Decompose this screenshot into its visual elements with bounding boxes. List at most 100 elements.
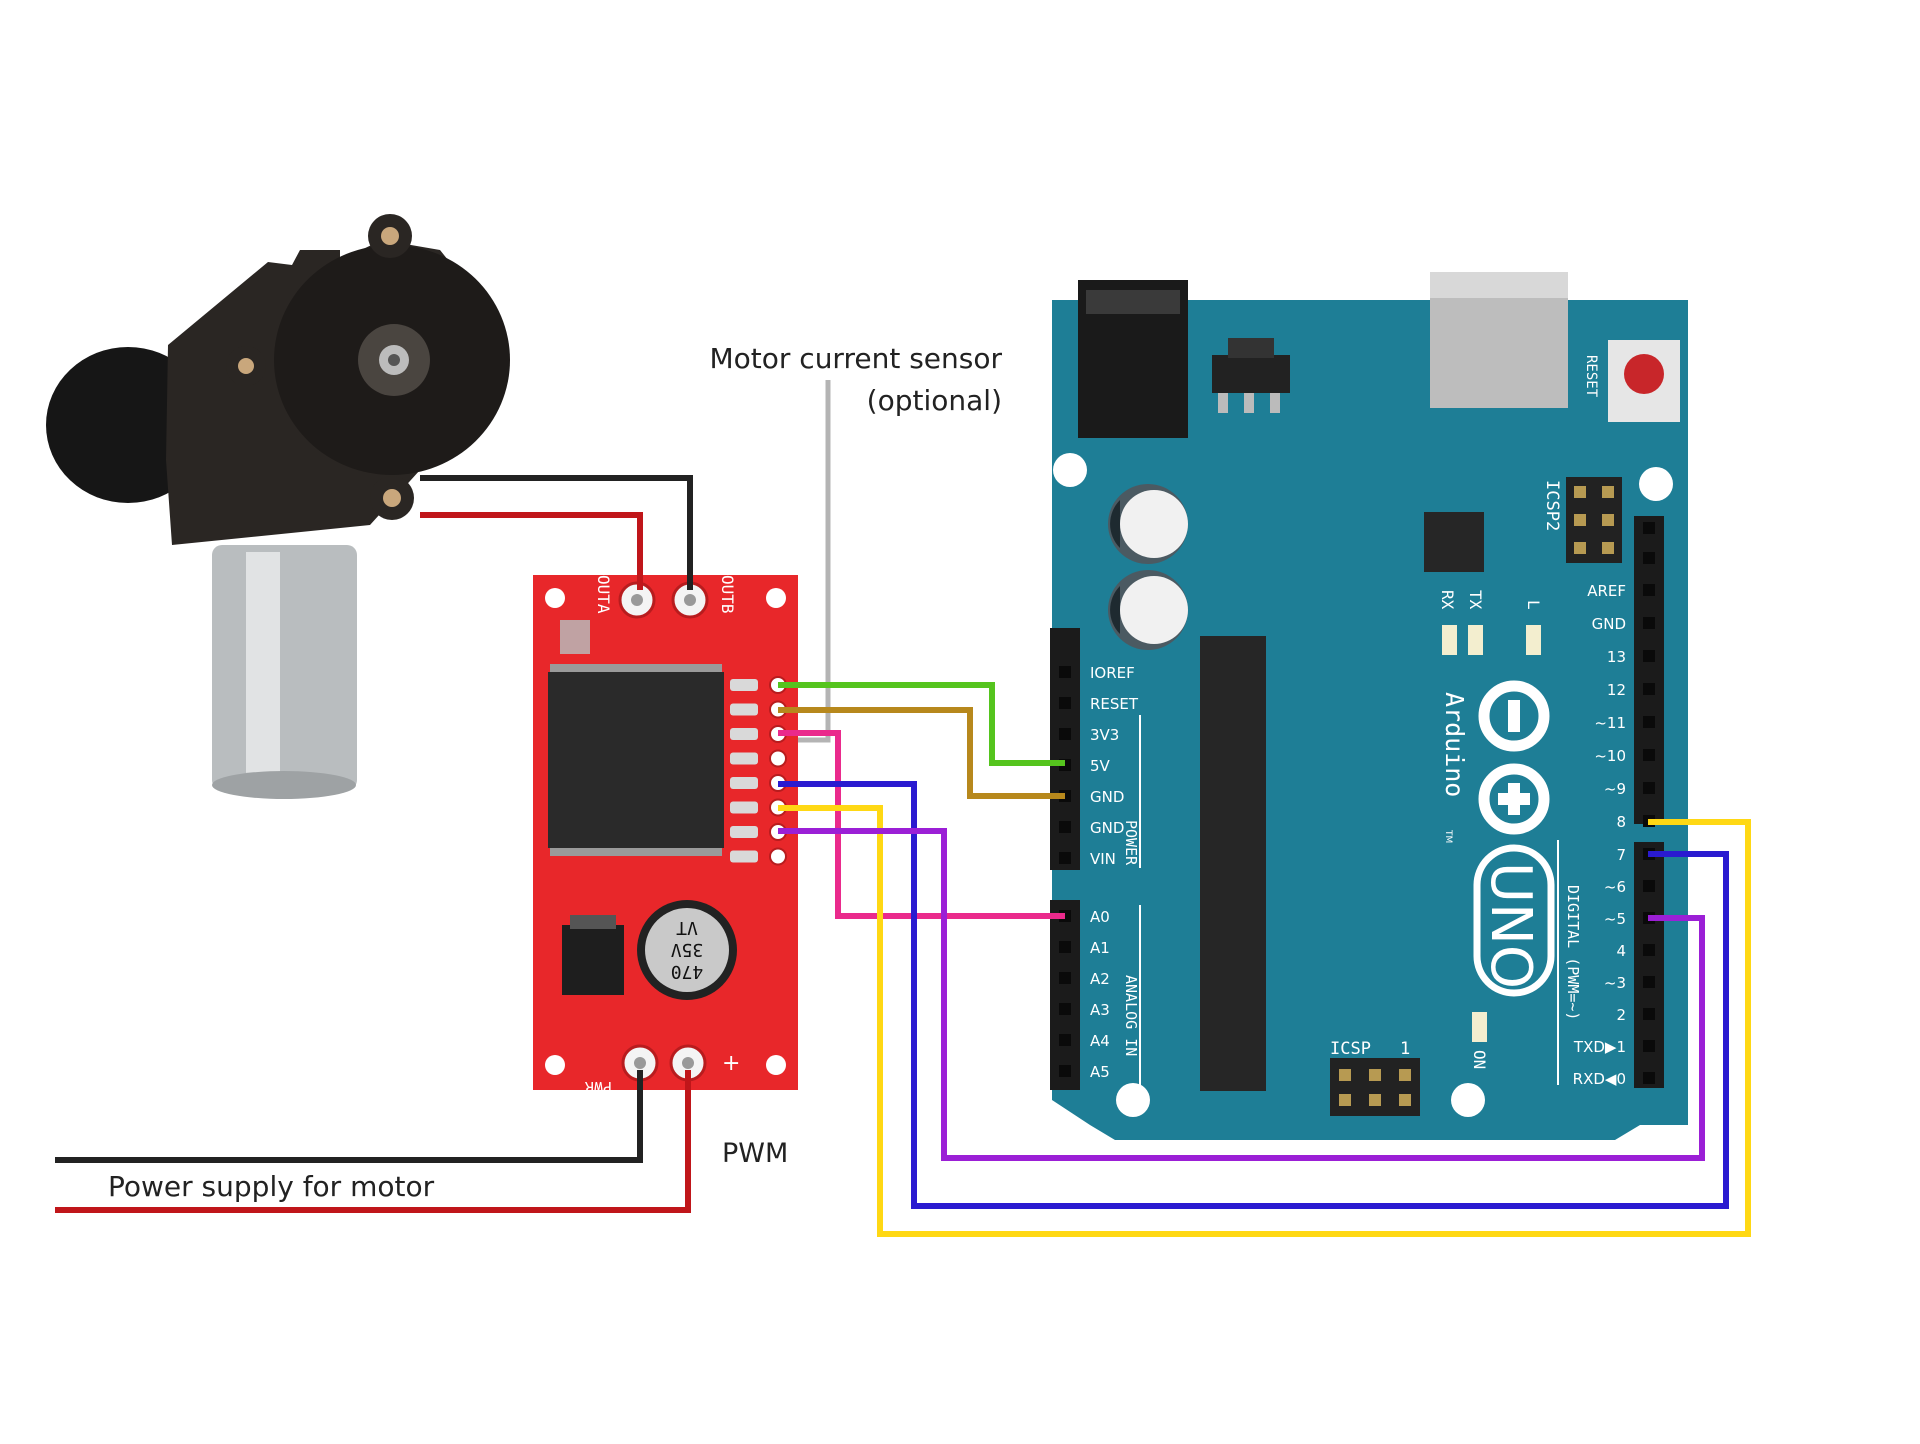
voltage-regulator — [1212, 355, 1290, 393]
sensor-wire-gray — [798, 380, 831, 743]
power-wire-black — [55, 1070, 643, 1163]
capacitor-text-3: VT — [676, 917, 698, 938]
power-header-pin-label: 3V3 — [1090, 726, 1119, 744]
icsp2-pin — [1602, 514, 1614, 526]
mounting-hole — [1116, 1083, 1150, 1117]
digital-header-pin-label: ~10 — [1594, 747, 1626, 765]
l-led — [1526, 625, 1541, 655]
regulator-leg — [1218, 393, 1228, 413]
icsp2-label: ICSP2 — [1542, 480, 1562, 531]
mounting-hole — [1053, 453, 1087, 487]
icsp2-pin — [1574, 486, 1586, 498]
arduino-uno-board: RESET ICSP2 ICSP 1 RX TX L ON — [1050, 272, 1688, 1140]
driver-header-pad — [730, 679, 758, 691]
motor-can-shine — [246, 552, 280, 782]
pwr-label: PWR — [584, 1078, 612, 1096]
driver-header-pad — [730, 801, 758, 814]
wire-green-5v — [778, 682, 1065, 766]
digital-header-pin-label: 7 — [1616, 846, 1626, 864]
smd-components — [560, 620, 590, 654]
on-led — [1472, 1012, 1487, 1042]
driver-ic-pins — [550, 664, 722, 856]
digital-header-pin-label: 8 — [1616, 813, 1626, 831]
driver-mosfet-tab — [570, 915, 616, 929]
on-led-label: ON — [1470, 1050, 1489, 1069]
digital-header-pin-label: ~5 — [1604, 910, 1626, 928]
digital-header-pin-label: ~6 — [1604, 878, 1626, 896]
power-header-pin — [1059, 852, 1071, 864]
icsp2-pin — [1602, 486, 1614, 498]
digital-header-pin-label: 2 — [1616, 1006, 1626, 1024]
digital-header-pin-label: ~9 — [1604, 780, 1626, 798]
icsp2-pin — [1602, 542, 1614, 554]
digital-header-pin — [1643, 716, 1655, 728]
icsp-header — [1330, 1058, 1420, 1116]
power-wire-red — [55, 1070, 691, 1213]
capacitor-text-2: 35V — [671, 939, 704, 960]
digital-header-pin — [1643, 1040, 1655, 1052]
arduino-brand-text: Arduino — [1440, 692, 1469, 797]
uno-badge — [1473, 844, 1555, 997]
digital-header-pin — [1643, 1072, 1655, 1084]
digital-header-pin — [1643, 1008, 1655, 1020]
power-header-pin — [1059, 666, 1071, 678]
icsp-pin — [1339, 1069, 1351, 1081]
mounting-hole — [1451, 1083, 1485, 1117]
regulator-leg — [1244, 393, 1254, 413]
capacitor-text-1: 470 — [671, 961, 704, 982]
voltage-regulator-tab — [1228, 338, 1274, 358]
driver-header-pin — [769, 847, 787, 866]
analog-header-pin — [1059, 1065, 1071, 1077]
analog-header-pin — [1059, 972, 1071, 984]
digital-header-pin-label: 13 — [1607, 648, 1626, 666]
analog-header-pin-label: A0 — [1090, 908, 1110, 926]
digital-header-pin — [1643, 584, 1655, 596]
digital-header-pin — [1643, 683, 1655, 695]
arduino-infinity-logo — [1478, 680, 1550, 835]
analog-header-pin-label: A4 — [1090, 1032, 1110, 1050]
digital-header-pin-label: 12 — [1607, 681, 1626, 699]
power-header-pin — [1059, 697, 1071, 709]
digital-header-pin — [1643, 880, 1655, 892]
power-header-pin-label: IOREF — [1090, 664, 1135, 682]
analog-section-label: ANALOG IN — [1122, 975, 1140, 1056]
digital-header-pin — [1643, 650, 1655, 662]
power-header-pin-label: RESET — [1090, 695, 1139, 713]
digital-header-pin — [1643, 749, 1655, 761]
l-led-label: L — [1524, 600, 1543, 610]
digital-header-pin — [1643, 976, 1655, 988]
usb-interface-chip — [1424, 512, 1484, 572]
digital-header-pin-label: RXD◀0 — [1573, 1070, 1626, 1088]
rx-led-label: RX — [1438, 590, 1457, 610]
reset-button-cap[interactable] — [1624, 354, 1664, 394]
digital-header-pin — [1643, 552, 1655, 564]
outb-label: OUTB — [718, 575, 737, 614]
power-supply-caption: Power supply for motor — [108, 1170, 435, 1203]
icsp2-pin — [1574, 514, 1586, 526]
digital-section-label: DIGITAL (PWM=~) — [1564, 885, 1582, 1020]
motor-can-base — [212, 771, 356, 799]
digital-header-pin-label: AREF — [1587, 582, 1626, 600]
power-header-pin-label: VIN — [1090, 850, 1116, 868]
analog-header-pin — [1059, 1003, 1071, 1015]
wire-pink-a0 — [778, 730, 1065, 919]
board-capacitor — [1108, 570, 1188, 650]
power-section-label: POWER — [1122, 820, 1140, 866]
driver-header-pad — [730, 703, 758, 716]
outa-label: OUTA — [594, 575, 613, 614]
rx-led — [1442, 625, 1457, 655]
tx-led-label: TX — [1466, 590, 1485, 610]
motor-driver-board: OUTA OUTB 470 35V VT PWR + — [533, 575, 798, 1096]
driver-capacitor — [637, 900, 737, 1000]
analog-header-pin-label: A1 — [1090, 939, 1110, 957]
usb-connector-top — [1430, 272, 1568, 298]
pwm-caption: PWM — [722, 1138, 788, 1169]
reset-label: RESET — [1583, 355, 1599, 398]
motor-wire-black — [420, 475, 693, 590]
tx-led — [1468, 625, 1483, 655]
dc-gear-motor — [46, 214, 510, 799]
driver-mounting-hole — [545, 1055, 565, 1075]
power-header-pin-label: GND — [1090, 819, 1124, 837]
motor-can — [212, 545, 357, 790]
